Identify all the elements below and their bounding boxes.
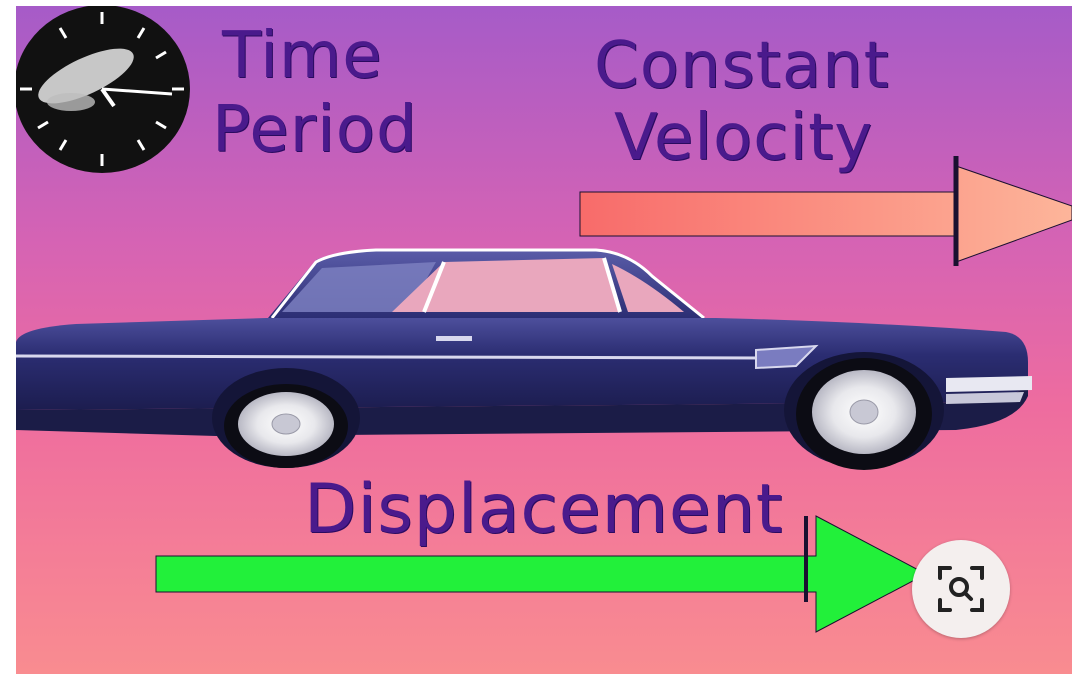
displacement-label: Displacement: [304, 470, 784, 549]
velocity-label: Velocity: [614, 101, 874, 175]
constant-label: Constant: [594, 29, 890, 103]
velocity-arrow: [579, 156, 1072, 266]
visual-search-lens-icon: [938, 566, 984, 612]
illustration: [16, 6, 1072, 674]
time-label: Time: [222, 19, 383, 93]
clock-icon: [16, 6, 190, 173]
displacement-arrow: [155, 515, 928, 633]
car: [16, 248, 1032, 470]
visual-search-button[interactable]: [912, 540, 1010, 638]
image-frame: Time Period Constant Velocity Displaceme…: [16, 6, 1072, 674]
period-label: Period: [212, 93, 418, 167]
